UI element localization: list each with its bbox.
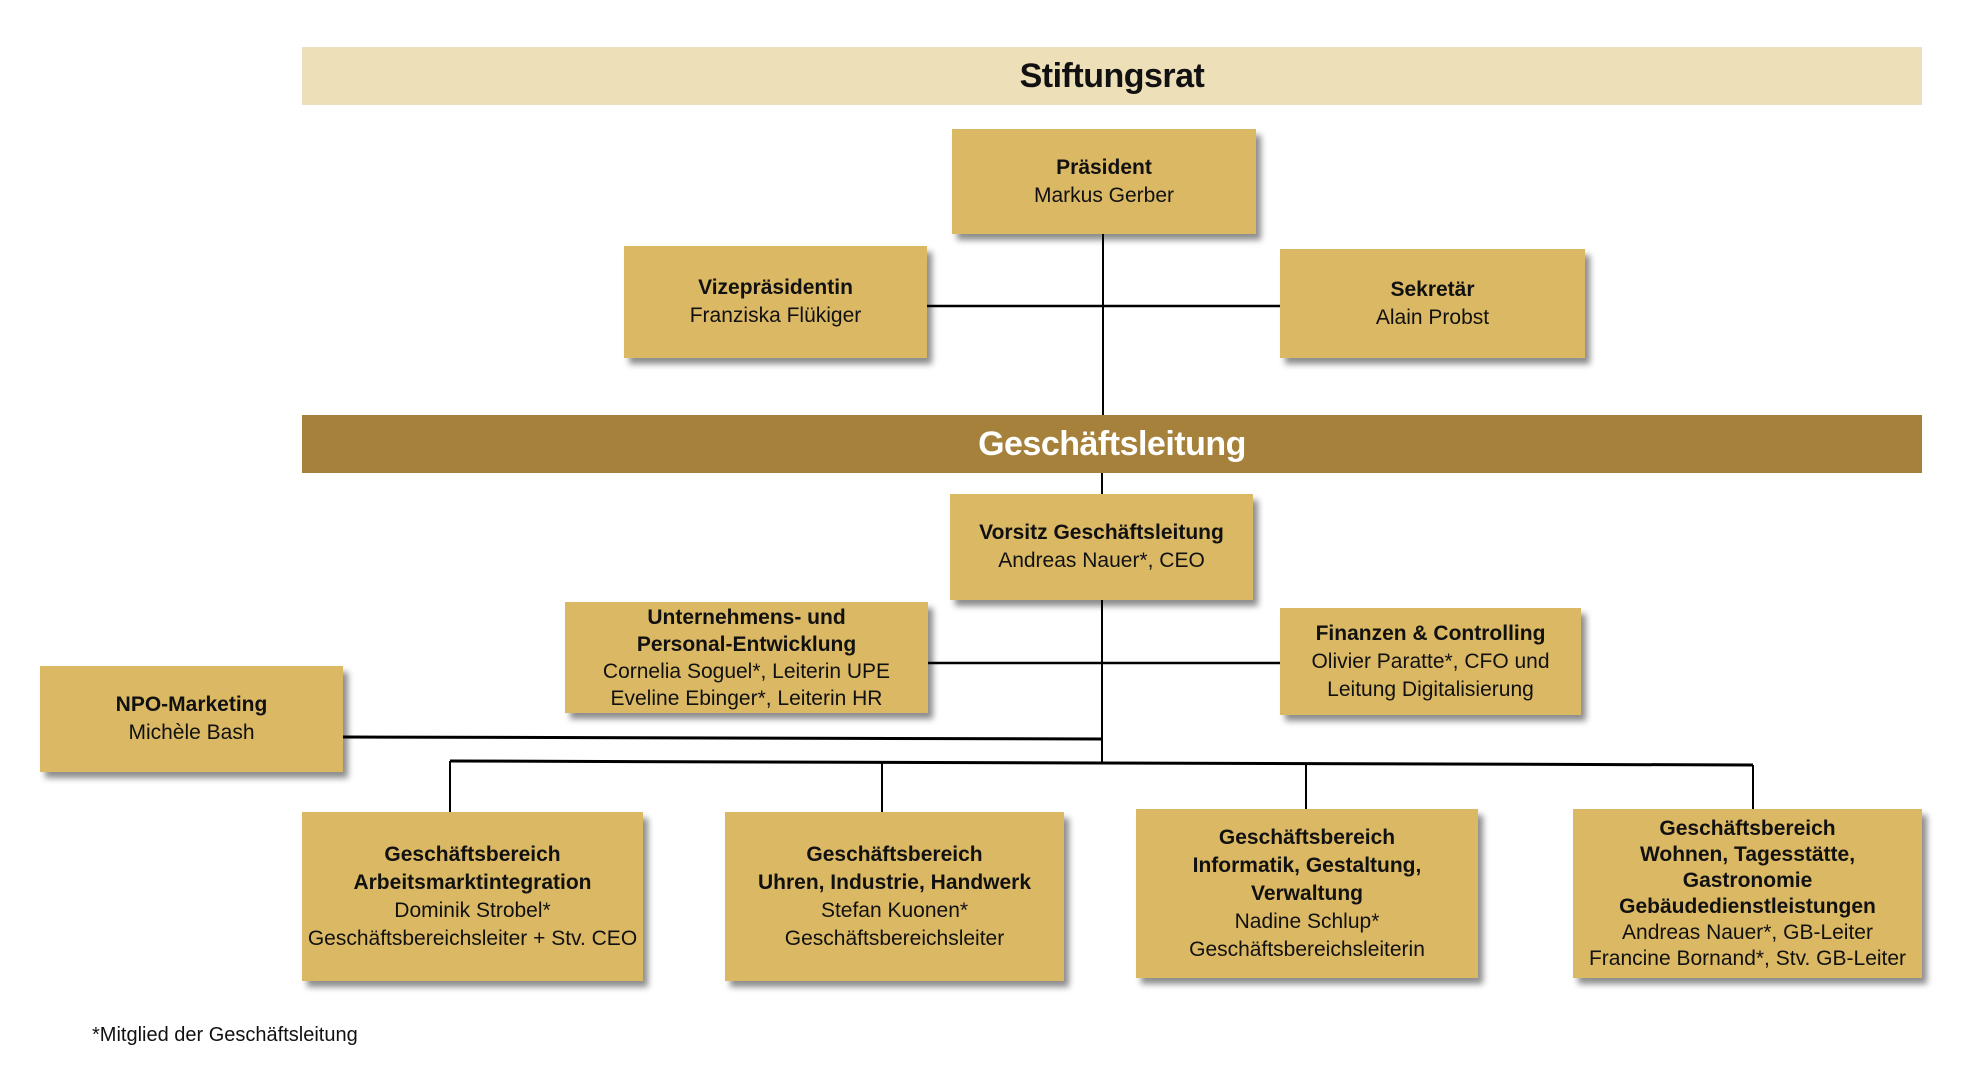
- upe-box: Unternehmens- und Personal-Entwicklung C…: [565, 602, 928, 713]
- division-box-3: Geschäftsbereich Informatik, Gestaltung,…: [1136, 809, 1478, 978]
- division-2-line-2: Geschäftsbereichsleiter: [784, 926, 1005, 950]
- chair-name: Andreas Nauer*, CEO: [998, 549, 1205, 572]
- secretary-name: Alain Probst: [1375, 305, 1490, 329]
- president-name: Markus Gerber: [1033, 183, 1175, 207]
- secretary-box: Sekretär Alain Probst: [1280, 249, 1585, 358]
- division-3-line-2: Geschäftsbereichsleiterin: [1189, 937, 1425, 961]
- division-4-title-1: Geschäftsbereich: [1659, 816, 1836, 840]
- finance-line-1: Olivier Paratte*, CFO und: [1311, 649, 1550, 673]
- division-4-line-1: Andreas Nauer*, GB-Leiter: [1622, 920, 1873, 944]
- division-2-line-1: Stefan Kuonen*: [820, 898, 969, 922]
- division-box-4: Geschäftsbereich Wohnen, Tagesstätte, Ga…: [1573, 809, 1922, 978]
- finance-box: Finanzen & Controlling Olivier Paratte*,…: [1280, 608, 1581, 715]
- division-1-line-2: Geschäftsbereichsleiter + Stv. CEO: [307, 926, 638, 950]
- division-box-1: Geschäftsbereich Arbeitsmarktintegration…: [302, 812, 643, 981]
- management-band: Geschäftsleitung: [302, 415, 1922, 473]
- division-2-title-2: Uhren, Industrie, Handwerk: [757, 870, 1032, 894]
- president-title: Präsident: [1056, 155, 1152, 179]
- marketing-box: NPO-Marketing Michèle Bash: [40, 666, 343, 772]
- connector-marketing: [342, 735, 1103, 741]
- marketing-name: Michèle Bash: [128, 721, 255, 744]
- upe-person-2: Eveline Ebinger*, Leiterin HR: [610, 686, 883, 710]
- division-1-line-1: Dominik Strobel*: [394, 898, 551, 922]
- upe-person-1: Cornelia Soguel*, Leiterin UPE: [602, 659, 891, 683]
- upe-title-line-2: Personal-Entwicklung: [636, 632, 857, 656]
- chair-title: Vorsitz Geschäftsleitung: [979, 521, 1224, 544]
- division-1-title-1: Geschäftsbereich: [384, 842, 561, 866]
- vice-president-name: Franziska Flükiger: [689, 304, 862, 327]
- board-band: Stiftungsrat: [302, 47, 1922, 105]
- division-4-title-3: Gebäudedienstleistungen: [1619, 894, 1876, 918]
- president-box: Präsident Markus Gerber: [952, 129, 1256, 234]
- division-4-title-2: Wohnen, Tagesstätte, Gastronomie: [1639, 842, 1856, 892]
- division-3-line-1: Nadine Schlup*: [1234, 909, 1380, 933]
- footnote: *Mitglied der Geschäftsleitung: [92, 1024, 358, 1046]
- upe-title-line-1: Unternehmens- und: [647, 605, 846, 629]
- division-2-title-1: Geschäftsbereich: [806, 842, 983, 866]
- division-3-title-1: Geschäftsbereich: [1218, 825, 1396, 849]
- division-4-line-2: Francine Bornand*, Stv. GB-Leiter: [1588, 946, 1907, 970]
- division-3-title-2: Informatik, Gestaltung, Verwaltung: [1192, 853, 1422, 905]
- finance-line-2: Leitung Digitalisierung: [1327, 677, 1534, 701]
- vice-president-title: Vizepräsidentin: [698, 276, 853, 299]
- division-1-title-2: Arbeitsmarktintegration: [353, 870, 592, 894]
- secretary-title: Sekretär: [1390, 277, 1475, 301]
- connector-division-bus: [449, 759, 1754, 767]
- vice-president-box: Vizepräsidentin Franziska Flükiger: [624, 246, 927, 358]
- finance-title: Finanzen & Controlling: [1315, 621, 1546, 645]
- marketing-title: NPO-Marketing: [115, 693, 268, 716]
- division-box-2: Geschäftsbereich Uhren, Industrie, Handw…: [725, 812, 1064, 981]
- chair-box: Vorsitz Geschäftsleitung Andreas Nauer*,…: [950, 494, 1253, 600]
- management-label: Geschäftsleitung: [978, 424, 1246, 463]
- board-label: Stiftungsrat: [1019, 56, 1205, 95]
